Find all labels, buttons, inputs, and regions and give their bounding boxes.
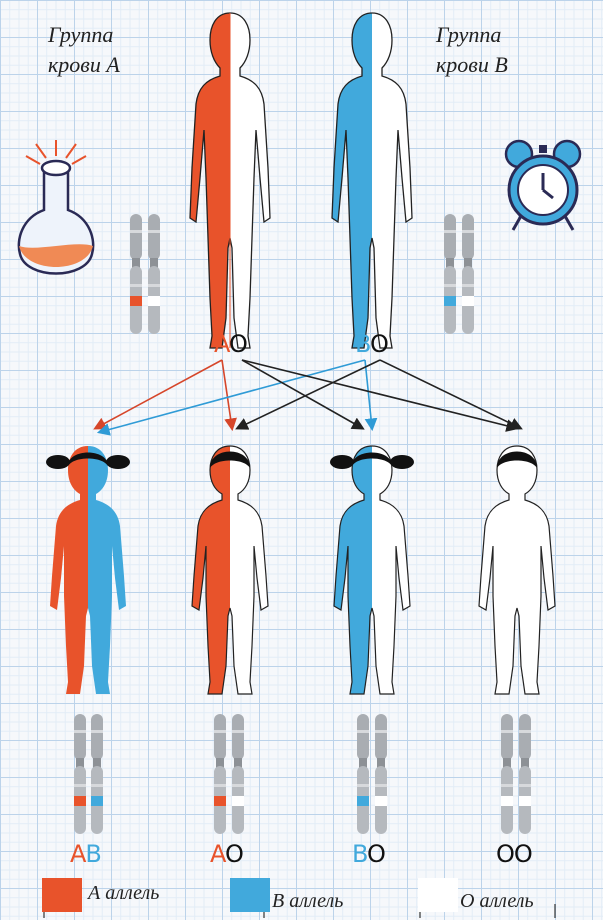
chromosome-pair-bo [357,714,387,834]
child-figure-ab [46,446,130,694]
child-genotype-ab: AB [70,840,101,868]
child-figure-bo [330,446,414,694]
father-allele-2: O [370,330,388,358]
child4-allele-1: O [496,840,514,868]
legend-swatch-b [230,878,270,912]
child-figure-ao [192,446,268,694]
chromosome-pair-father [444,214,474,334]
child-genotype-oo: OO [496,840,532,868]
child3-allele-2: O [367,840,385,868]
child2-allele-2: O [225,840,243,868]
chromosome-pair-mother [130,214,160,334]
chromosome-pair-ab [74,714,103,834]
child-genotype-ao: AO [210,840,243,868]
legend-label-o: О аллель [460,890,534,913]
child4-allele-2: O [514,840,532,868]
child1-allele-1: A [70,840,85,868]
parent-mother-figure [190,13,270,348]
legend-swatch-a [42,878,82,912]
child-figure-oo [479,446,555,694]
father-group-line2: крови В [436,50,508,80]
mother-genotype: AO [214,330,247,358]
child1-allele-2: B [85,840,100,868]
mother-group-line1: Группа [48,20,120,50]
legend-label-a: А аллель [88,882,159,905]
legend-swatch-o [418,878,458,912]
child-genotype-bo: BO [352,840,385,868]
mother-group-line2: крови А [48,50,120,80]
mother-allele-2: O [229,330,247,358]
alarm-clock-icon [506,141,580,230]
parent-father-figure [332,13,412,348]
mother-allele-1: A [214,330,229,358]
child2-allele-1: A [210,840,225,868]
mother-blood-group-label: Группа крови А [48,20,120,80]
inheritance-arrows [96,360,520,432]
legend-label-b: В аллель [272,890,343,913]
child3-allele-1: B [352,840,367,868]
father-genotype: BO [355,330,388,358]
father-allele-1: B [355,330,370,358]
father-group-line1: Группа [436,20,508,50]
chromosome-pair-ao [214,714,244,834]
father-blood-group-label: Группа крови В [436,20,508,80]
chromosome-pair-oo [501,714,531,834]
flask-icon [19,140,93,274]
